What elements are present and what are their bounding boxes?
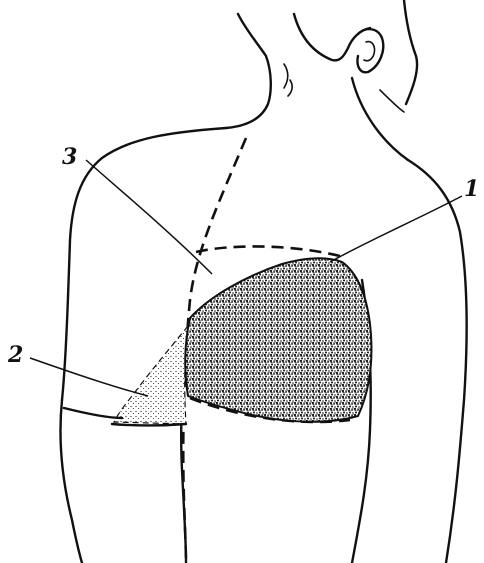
- arm-crease: [380, 90, 404, 112]
- right-shoulder-outline: [408, 160, 467, 563]
- neck-left-outline: [226, 14, 271, 128]
- neck-right-outline: [404, 0, 417, 104]
- head-right-outline: [294, 14, 370, 60]
- ear: [357, 29, 383, 72]
- dashed-upper-boundary: [196, 246, 340, 256]
- leader-line-1: [330, 196, 462, 262]
- leader-line-2: [30, 358, 148, 396]
- left-arm-outline: [60, 400, 82, 563]
- nape-lines: [284, 64, 292, 96]
- dense-dotted-region: [185, 258, 371, 421]
- callout-label-2: 2: [7, 342, 23, 368]
- callout-label-3: 3: [62, 144, 77, 170]
- light-dotted-region: [114, 326, 188, 424]
- arm-band-bottom: [112, 424, 186, 426]
- callout-label-1: 1: [464, 176, 479, 202]
- ear-inner: [364, 42, 375, 61]
- leader-line-3: [86, 160, 212, 274]
- arm-band-top: [64, 408, 122, 418]
